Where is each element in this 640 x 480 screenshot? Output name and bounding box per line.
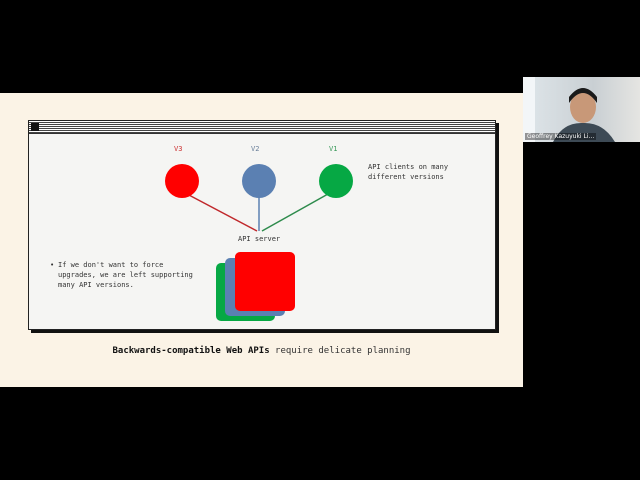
bullet-line2: upgrades, we are left supporting	[58, 271, 193, 279]
caption-rest: require delicate planning	[269, 346, 411, 356]
window-titlebar	[29, 121, 495, 134]
presentation-slide: V3 V2 V1 API clients on many different v…	[0, 93, 523, 387]
client-v3-circle	[165, 164, 199, 198]
bullet-line3: many API versions.	[58, 281, 134, 289]
v1-connection	[261, 193, 329, 232]
architecture-diagram	[165, 164, 353, 321]
slide-caption: Backwards-compatible Web APIs require de…	[0, 346, 523, 356]
clients-note-line2: different versions	[368, 173, 444, 181]
bullet-dot: •	[50, 261, 55, 269]
v3-connection	[186, 193, 258, 232]
diagram-window: V3 V2 V1 API clients on many different v…	[28, 120, 496, 330]
v1-label: V1	[329, 145, 338, 153]
participant-video	[523, 77, 615, 142]
caption-bold: Backwards-compatible Web APIs	[112, 346, 270, 356]
bullet-line1: If we don't want to force	[58, 261, 164, 269]
server-v3-box	[235, 252, 295, 311]
v2-label: V2	[251, 145, 260, 153]
client-v1-circle	[319, 164, 353, 198]
api-server-label: API server	[238, 235, 281, 243]
v3-label: V3	[174, 145, 183, 153]
clients-note-line1: API clients on many	[368, 163, 449, 171]
participant-name: Geoffrey Kazuyuki Li...	[525, 133, 597, 140]
webcam-tile[interactable]: Geoffrey Kazuyuki Li...	[523, 77, 640, 142]
client-v2-circle	[242, 164, 276, 198]
close-box-icon[interactable]	[31, 123, 39, 131]
